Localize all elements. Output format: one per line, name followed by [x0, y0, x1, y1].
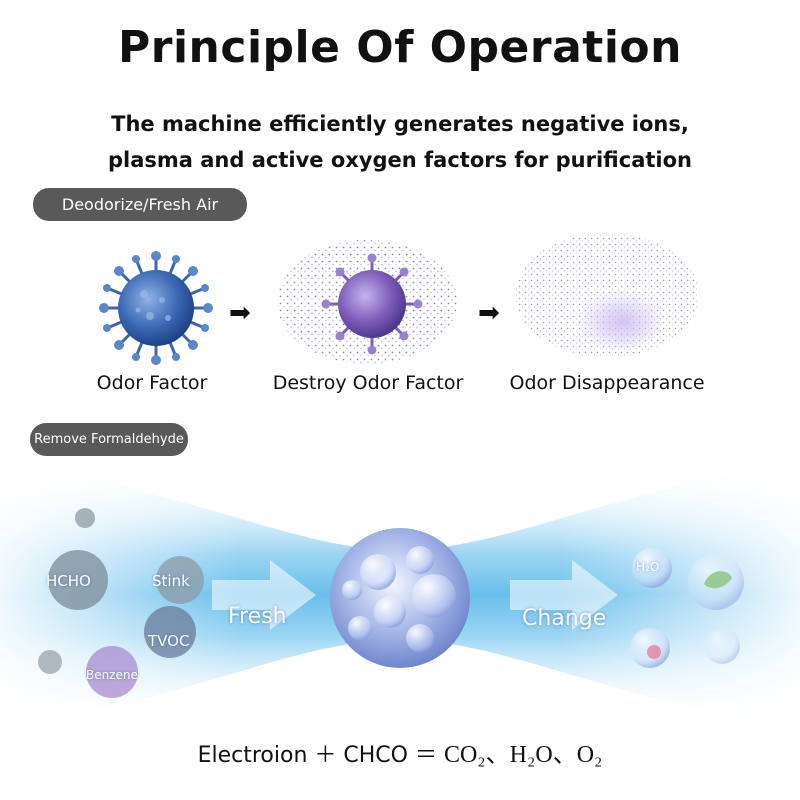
- fresh-label: Fresh: [228, 604, 287, 629]
- pollutant-label-tvoc: TVOC: [148, 632, 190, 650]
- reaction-formula: Electroion ＋ CHCO ＝ CO₂、H₂O、O₂: [0, 734, 800, 769]
- step-caption-odor-disappearance: Odor Disappearance: [509, 372, 705, 394]
- subtitle-line-1: The machine efficiently generates negati…: [111, 112, 689, 136]
- step-caption-odor-factor: Odor Factor: [96, 372, 208, 394]
- formula-reactants: Electroion ＋ CHCO ＝: [197, 743, 437, 768]
- change-label: Change: [522, 606, 607, 631]
- pollutant-label-benzene: Benzene: [86, 668, 138, 682]
- arrow-right-icon: ➡: [478, 297, 500, 327]
- pollutant-label-stink: Stink: [152, 572, 190, 590]
- formaldehyde-badge: Remove Formaldehyde: [30, 423, 188, 456]
- deodorize-badge: Deodorize/Fresh Air: [33, 188, 247, 221]
- formula-products: CO₂、H₂O、O₂: [443, 742, 603, 768]
- subtitle-line-2: plasma and active oxygen factors for pur…: [108, 148, 692, 172]
- particle-cloud-icon: [515, 233, 699, 357]
- pollutant-label-hcho: HCHO: [46, 572, 91, 590]
- step-caption-destroy-odor-factor: Destroy Odor Factor: [272, 372, 464, 394]
- virus-icon: [99, 251, 213, 365]
- dispersing-virus-icon: [277, 240, 457, 364]
- page-title: Principle Of Operation: [118, 22, 682, 73]
- purification-stream: [0, 460, 800, 730]
- arrow-right-icon: ➡: [229, 297, 251, 327]
- h2o-bubble-label: H₂O: [636, 560, 660, 574]
- page-subtitle: The machine efficiently generates negati…: [0, 106, 800, 178]
